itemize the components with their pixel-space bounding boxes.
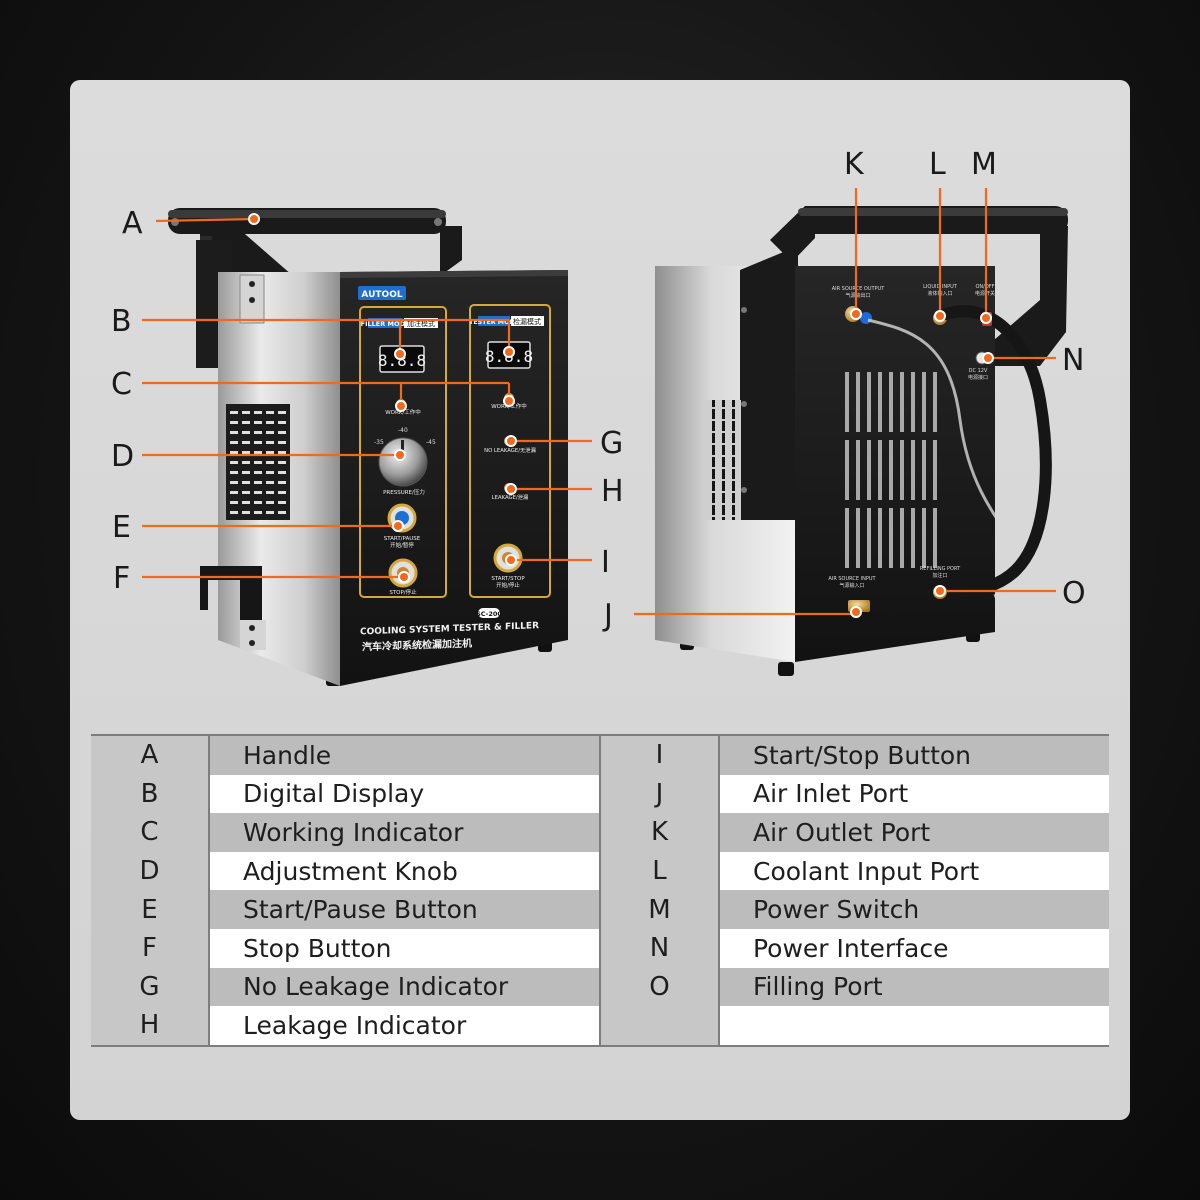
legend-key: C	[91, 813, 209, 852]
legend-label: No Leakage Indicator	[208, 967, 600, 1007]
legend-key: N	[599, 928, 719, 968]
legend-key: M	[599, 890, 719, 929]
air-outlet-port-label: AIR SOURCE OUTPUT	[832, 286, 886, 292]
legend-key: L	[599, 851, 719, 891]
callout-f: F	[113, 561, 130, 596]
product-model: SC-200	[476, 610, 502, 618]
filler-mode-label-cn: 加注模式	[407, 319, 435, 328]
filler-mode-label: FILLER MODE	[361, 320, 410, 328]
air-inlet-port-label: AIR SOURCE INPUT	[828, 576, 876, 582]
legend-label: Filling Port	[718, 967, 1109, 1007]
legend-label: Start/Pause Button	[208, 890, 600, 929]
parts-legend-table: A Handle I Start/Stop Button B Digital D…	[91, 734, 1109, 1047]
pressure-label: PRESSURE/压力	[383, 488, 425, 496]
callout-letters: A B C D E F G H I J K L M N O	[111, 147, 1086, 633]
callout-m: M	[971, 147, 997, 182]
callout-b: B	[111, 304, 132, 339]
callout-l: L	[929, 147, 946, 182]
table-row: H Leakage Indicator	[91, 1006, 1109, 1046]
brand-text: AUTOOL	[361, 290, 402, 300]
no-leakage-label: NO LEAKAGE/无泄漏	[484, 446, 536, 454]
callout-k: K	[844, 147, 865, 182]
stop-label: STOP/停止	[389, 588, 417, 596]
brand-badge	[358, 286, 406, 300]
start-stop-label: START/STOP	[491, 576, 525, 582]
legend-key: J	[599, 774, 719, 814]
table-row: E Start/Pause Button M Power Switch	[91, 890, 1109, 929]
start-pause-label: START/PAUSE	[384, 536, 421, 542]
legend-label: Power Interface	[718, 928, 1109, 968]
legend-key: G	[91, 967, 209, 1007]
legend-key	[599, 1006, 719, 1046]
table-row: F Stop Button N Power Interface	[91, 928, 1109, 968]
legend-key: H	[91, 1006, 209, 1046]
table-row: C Working Indicator K Air Outlet Port	[91, 813, 1109, 852]
legend-label	[718, 1006, 1109, 1046]
table-row: D Adjustment Knob L Coolant Input Port	[91, 851, 1109, 891]
dial-min: -35	[374, 439, 384, 446]
legend-label: Air Outlet Port	[718, 813, 1109, 852]
legend-key: E	[91, 890, 209, 929]
legend-label: Stop Button	[208, 928, 600, 968]
callout-leaders	[142, 188, 1056, 618]
dial-max: -45	[426, 439, 436, 446]
rear-device: AIR SOURCE OUTPUT 气源输出口 LIQUID INPUT 液体输…	[655, 206, 1068, 676]
dc-port-label: DC 12V	[969, 368, 988, 374]
table-row: G No Leakage Indicator O Filling Port	[91, 967, 1109, 1007]
legend-label: Handle	[208, 735, 600, 775]
product-name-cn: 汽车冷却系统检漏加注机	[362, 637, 472, 654]
legend-label: Start/Stop Button	[718, 735, 1109, 775]
callout-e: E	[112, 510, 131, 545]
start-stop-label-cn: 开始/停止	[496, 581, 520, 589]
callout-n: N	[1062, 343, 1084, 378]
callout-a: A	[122, 206, 143, 241]
tester-mode-label-cn: 检漏模式	[513, 317, 541, 326]
device-diagram: AUTOOL FILLER MODE 加注模式 8.8.8 WORK/工作中 -…	[111, 147, 1086, 686]
start-pause-label-cn: 开始/暂停	[390, 541, 414, 549]
legend-label: Power Switch	[718, 890, 1109, 929]
legend-label: Coolant Input Port	[718, 851, 1109, 891]
air-outlet-port-label-cn: 气源输出口	[845, 292, 870, 299]
callout-o: O	[1062, 576, 1086, 611]
callout-j: J	[602, 598, 613, 633]
callout-d: D	[111, 439, 134, 474]
left-display-readout: 8.8.8	[378, 351, 426, 370]
callout-i: I	[601, 545, 610, 580]
tester-mode-label: TESTER MODE	[469, 319, 519, 326]
legend-label: Leakage Indicator	[208, 1006, 600, 1046]
adjustment-knob	[378, 437, 428, 487]
legend-label: Working Indicator	[208, 813, 600, 852]
legend-key: B	[91, 774, 209, 814]
left-work-label: WORK/工作中	[385, 408, 421, 416]
filling-port-label-cn: 加注口	[932, 572, 947, 579]
tester-mode-panel	[469, 304, 551, 598]
legend-label: Adjustment Knob	[208, 851, 600, 891]
callout-g: G	[600, 426, 623, 461]
filling-port-label: REFILLING PORT	[920, 566, 961, 572]
filler-mode-panel	[359, 306, 447, 598]
callout-h: H	[601, 474, 624, 509]
legend-key: I	[599, 735, 719, 775]
legend-key: F	[91, 928, 209, 968]
dial-mid: -40	[398, 427, 408, 434]
dc-port-label-cn: 电源接口	[968, 374, 988, 381]
table-row: B Digital Display J Air Inlet Port	[91, 774, 1109, 814]
front-device: AUTOOL FILLER MODE 加注模式 8.8.8 WORK/工作中 -…	[168, 208, 568, 686]
table-row: A Handle I Start/Stop Button	[91, 735, 1109, 775]
legend-key: O	[599, 967, 719, 1007]
legend-label: Digital Display	[208, 774, 600, 814]
leakage-label: LEAKAGE/泄漏	[492, 493, 529, 501]
air-inlet-port-label-cn: 气源输入口	[839, 582, 864, 589]
legend-label: Air Inlet Port	[718, 774, 1109, 814]
callout-c: C	[111, 367, 132, 402]
legend-key: A	[91, 735, 209, 775]
legend-key: K	[599, 813, 719, 852]
legend-key: D	[91, 851, 209, 891]
